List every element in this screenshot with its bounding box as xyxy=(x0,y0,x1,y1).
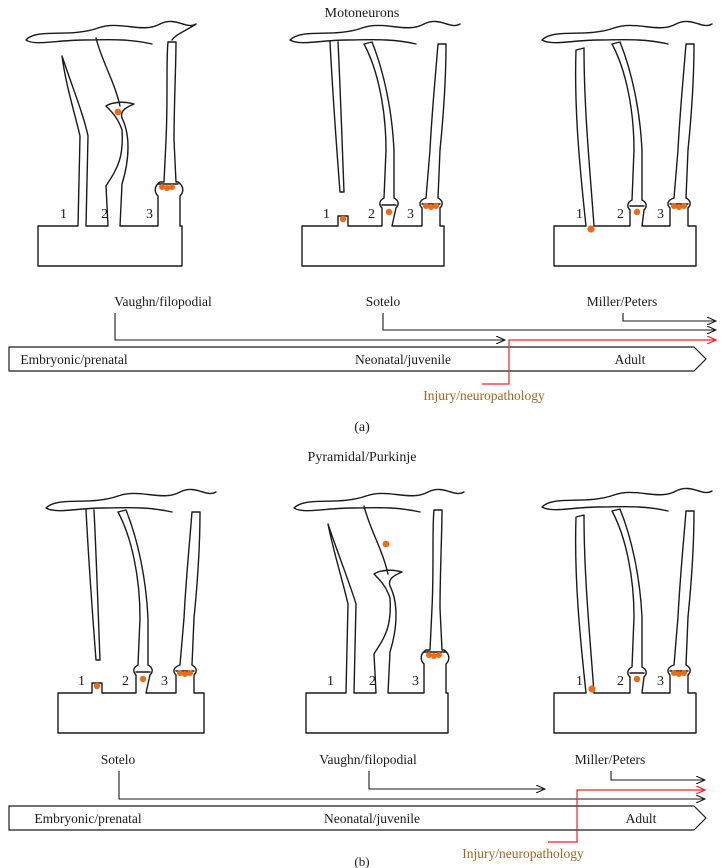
arrow-sotelo xyxy=(118,771,705,799)
development-bar xyxy=(8,346,707,372)
stage-label: Adult xyxy=(615,352,646,367)
neuron-label: 3 xyxy=(657,674,664,689)
arrow-miller xyxy=(610,771,705,780)
neuron-label: 1 xyxy=(60,207,67,222)
neuron-a1: 1 2 3 xyxy=(25,20,197,267)
stage-label: Embryonic/prenatal xyxy=(34,811,141,826)
theory-label: Vaughn/filopodial xyxy=(319,752,417,767)
panel-a-title: Motoneurons xyxy=(325,6,400,21)
neuron-label: 3 xyxy=(161,674,168,689)
neuron-label: 2 xyxy=(101,207,108,222)
neuron-b1: 1 2 3 xyxy=(45,488,217,734)
neuron-label: 2 xyxy=(617,207,624,222)
stage-label: Neonatal/juvenile xyxy=(324,811,420,826)
neuron-label: 2 xyxy=(122,674,129,689)
injury-arrow xyxy=(548,790,705,843)
neuron-b3: 1 2 3 xyxy=(541,487,713,734)
stage-label: Neonatal/juvenile xyxy=(355,352,451,367)
neuron-label: 3 xyxy=(407,207,414,222)
arrow-vaughn xyxy=(368,771,545,789)
neuron-a3: 1 2 3 xyxy=(541,20,713,267)
neuron-b2: 1 2 3 xyxy=(293,488,465,734)
theory-label: Miller/Peters xyxy=(587,294,658,309)
neuron-label: 1 xyxy=(576,207,583,222)
injury-label: Injury/neuropathology xyxy=(462,846,584,861)
panel-a-caption: (a) xyxy=(354,420,370,435)
neuron-label: 2 xyxy=(368,207,375,222)
arrow-vaughn xyxy=(114,313,505,340)
neuron-label: 2 xyxy=(369,674,376,689)
injury-arrow xyxy=(482,340,716,385)
panel-b-caption: (b) xyxy=(354,854,369,868)
timeline-a: Vaughn/filopodial Sotelo Miller/Peters E… xyxy=(8,294,716,403)
neuron-a2: 1 2 3 xyxy=(289,20,461,267)
theory-label: Miller/Peters xyxy=(575,752,646,767)
stage-label: Embryonic/prenatal xyxy=(20,352,127,367)
stage-label: Adult xyxy=(626,811,657,826)
neuron-label: 3 xyxy=(146,207,153,222)
neuron-label: 1 xyxy=(327,674,334,689)
theory-label: Sotelo xyxy=(366,294,401,309)
arrow-sotelo xyxy=(382,313,716,330)
neuron-label: 3 xyxy=(657,207,664,222)
neuron-label: 3 xyxy=(412,674,419,689)
panel-b-title: Pyramidal/Purkinje xyxy=(308,450,417,465)
neuron-label: 1 xyxy=(78,674,85,689)
development-bar xyxy=(8,805,707,831)
timeline-b: Sotelo Vaughn/filopodial Miller/Peters E… xyxy=(8,752,707,861)
neuron-label: 1 xyxy=(576,674,583,689)
neuron-label: 2 xyxy=(617,674,624,689)
theory-label: Sotelo xyxy=(101,752,136,767)
theory-label: Vaughn/filopodial xyxy=(114,294,212,309)
injury-label: Injury/neuropathology xyxy=(423,388,545,403)
neuron-label: 1 xyxy=(323,207,330,222)
arrow-miller xyxy=(622,313,716,321)
